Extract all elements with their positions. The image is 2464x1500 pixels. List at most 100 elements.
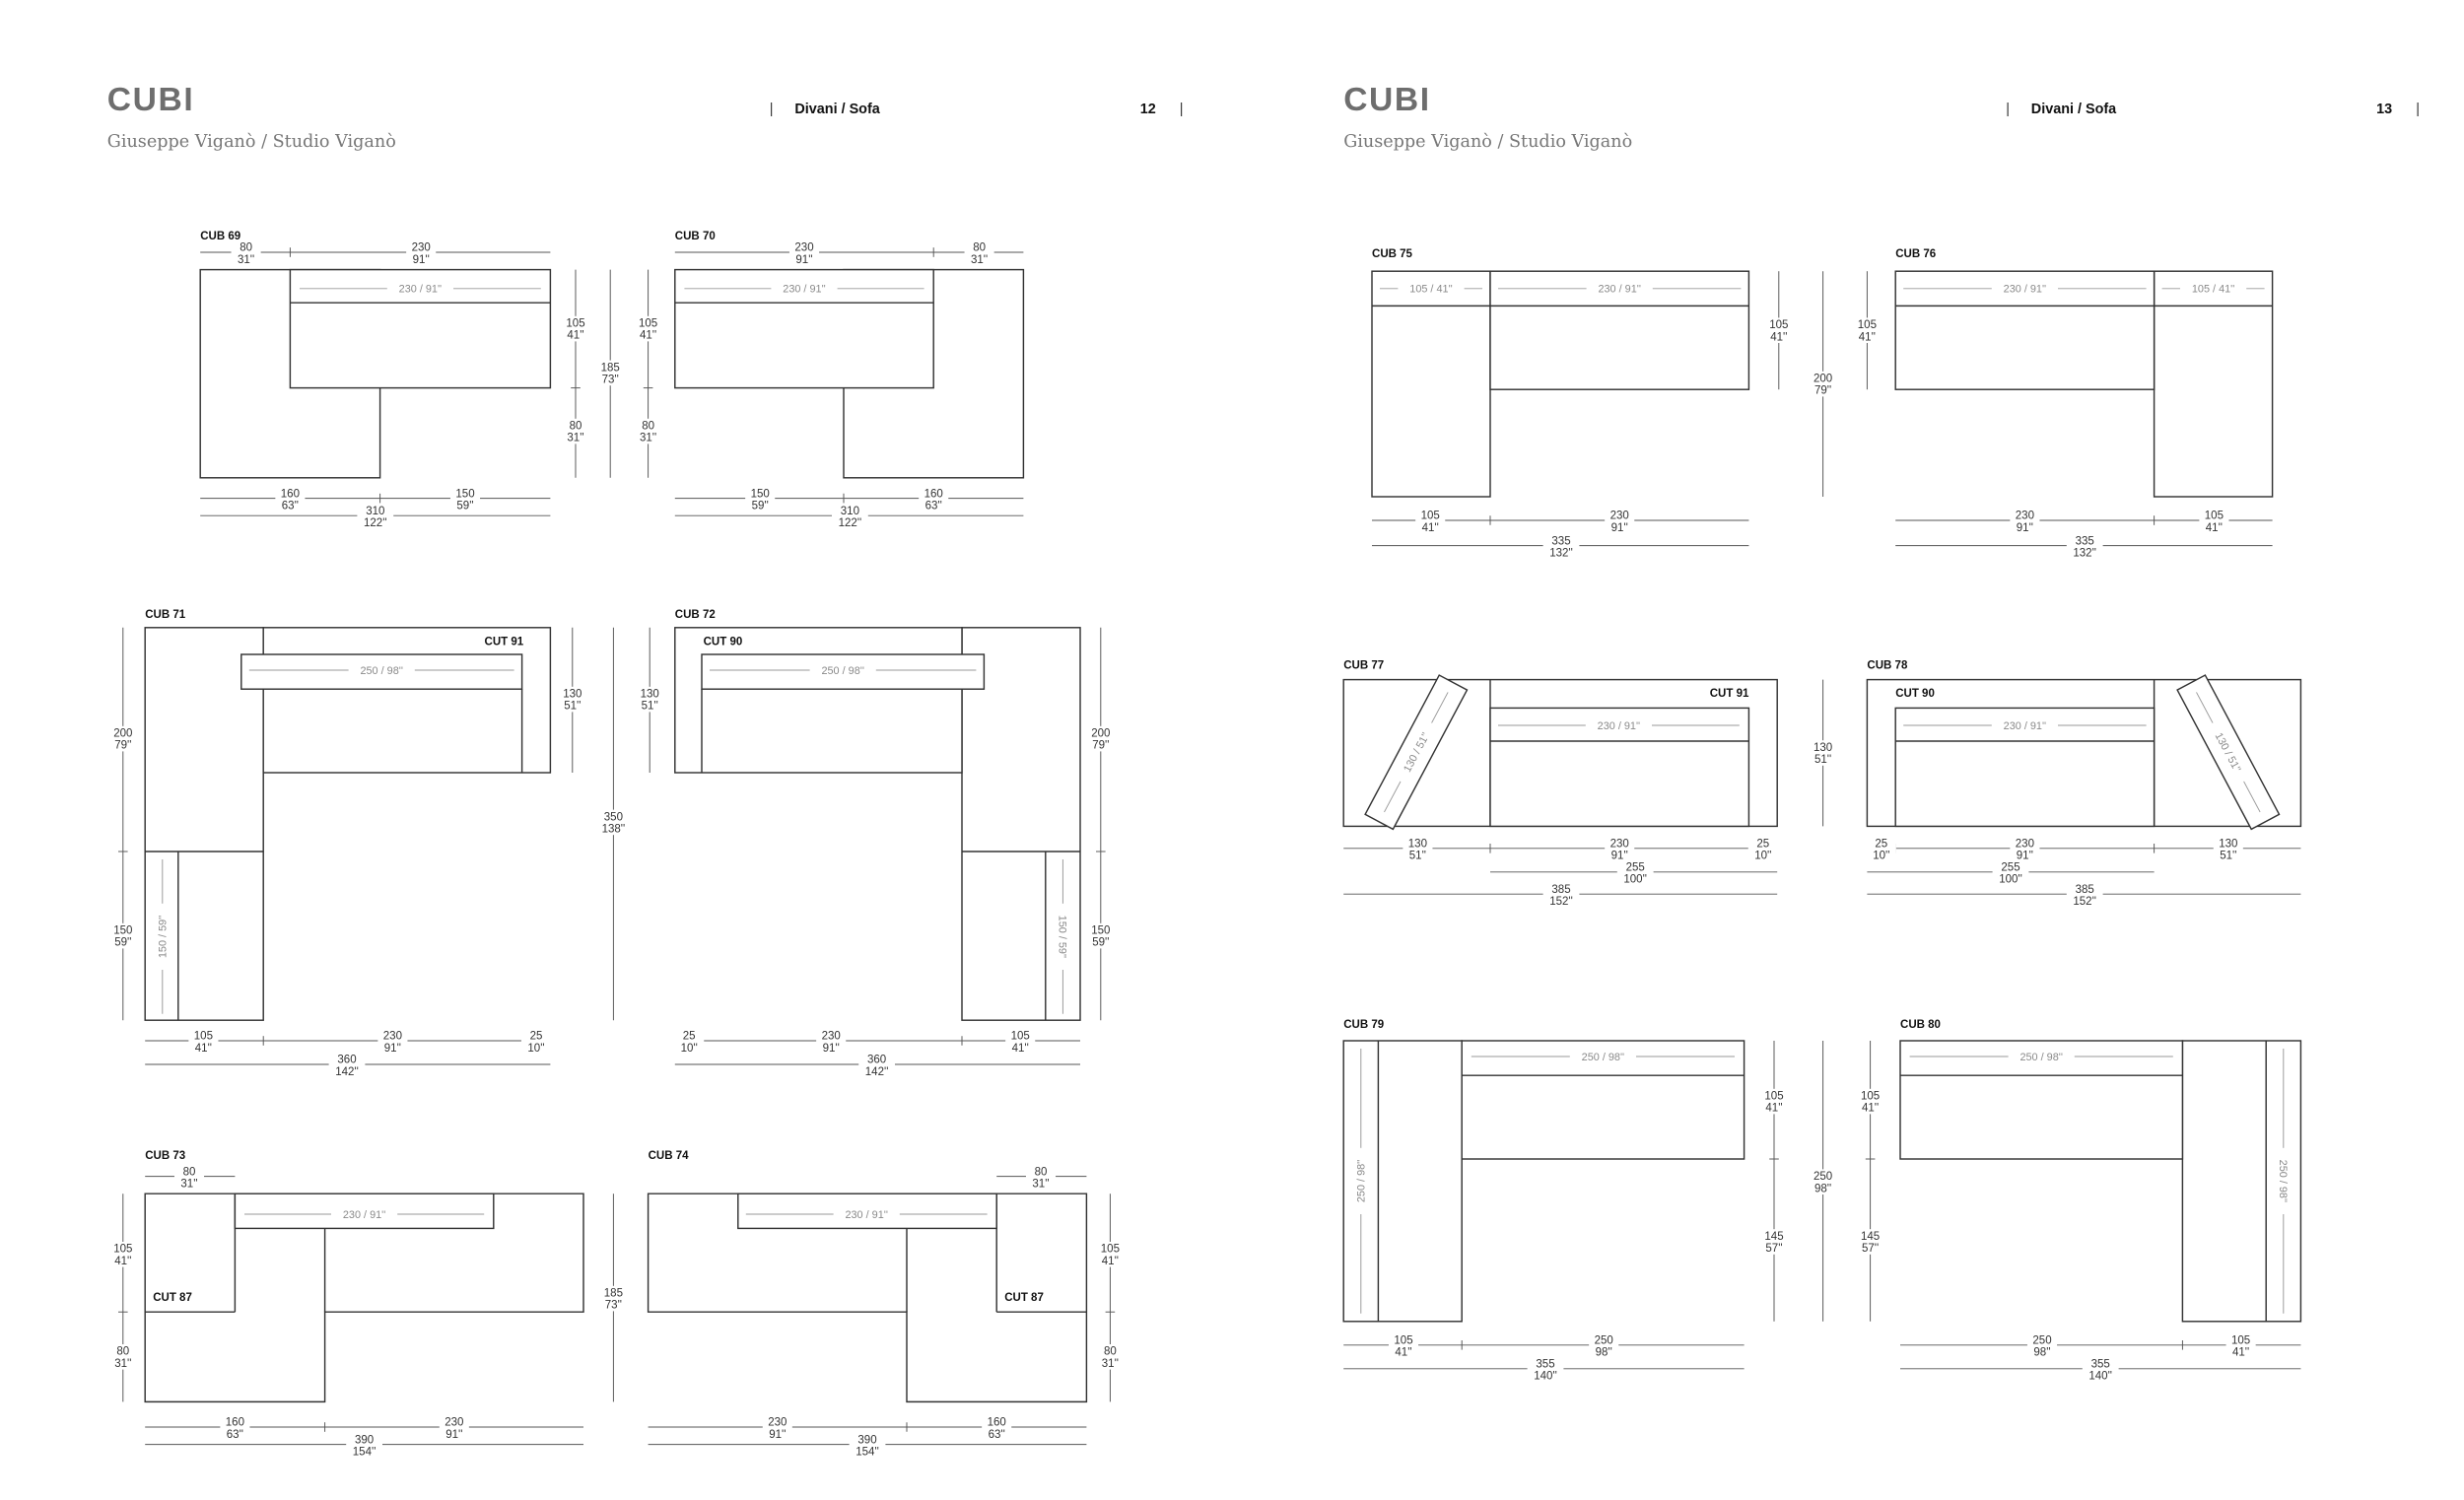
dimension-label-bg [1605,509,1635,534]
dimension-cm: 130 [2219,839,2237,851]
dimension-cm: 255 [1626,862,1645,874]
cushion-label-bg [809,663,876,677]
dimension-cm: 230 [822,1031,841,1043]
dimension-inches: 31'' [1032,1178,1049,1190]
dimension-inches: 79'' [1092,740,1109,752]
cushion-dimension: 230 / 91'' [1903,718,2147,732]
dimension-label-bg [964,240,994,266]
dimension-label-bg [745,486,776,512]
dimension-cm: 25 [530,1031,543,1043]
dimension-cm: 160 [281,488,300,500]
cushion-dimension: 230 / 91'' [1903,282,2147,296]
cushion-label-bg [2277,1147,2291,1214]
cushion-label-bg [1354,1147,1368,1214]
dimension-inches: 91'' [1611,851,1628,862]
dimension-inches: 140'' [2088,1371,2112,1383]
dimension-inches: 63'' [925,500,942,511]
dimension-cm: 355 [2091,1359,2110,1371]
dimension-inches: 41'' [567,330,583,342]
dimension-label-bg [1616,859,1654,886]
dimension-cm: 385 [1551,884,1570,896]
page-13-header: CUBI Giuseppe Viganò / Studio Viganò | D… [1343,82,2420,152]
dimension-cm: 350 [604,811,623,823]
model-code: CUB 76 [1895,248,1936,260]
dimension-label-bg [1852,317,1882,343]
dimension-inches: 79'' [114,740,131,752]
dimension-label-bg [188,1029,219,1055]
dimension-inches: 91'' [823,1043,840,1055]
dimension-label-bg [1855,1088,1885,1115]
cut-code: CUT 90 [704,636,743,648]
dimension-cm: 80 [570,421,582,433]
dimension-label-bg [1866,836,1896,862]
cushion-label-bg [331,1207,398,1221]
dimension-inches: 100'' [1999,874,2022,886]
cushion-dimension: 250 / 98'' [710,663,977,677]
dimension-label-bg [1855,1229,1885,1255]
dimension-label-bg [560,315,591,342]
dimension-cm: 105 [566,318,584,330]
cushion-dimension: 250 / 98'' [1471,1050,1735,1063]
dimension-label-bg [849,1432,886,1459]
dimension-inches: 100'' [1623,874,1647,886]
dimension-cm: 105 [1101,1244,1120,1256]
dimension-inches: 98'' [1814,1183,1831,1194]
cushion-label-bg [1991,282,2058,296]
dimension-cm: 250 [1595,1335,1613,1347]
dimension-cm: 185 [601,362,620,374]
dimension-cm: 160 [988,1417,1006,1429]
cushion-dimension-text: 230 / 91'' [1598,284,1640,296]
dimension-inches: 152'' [1549,896,1573,908]
cushion-dimension-text: 105 / 41'' [2192,284,2234,296]
dimension-cm: 335 [2076,535,2094,547]
dimension-cm: 310 [366,506,384,517]
dimension-inches: 57'' [1862,1243,1879,1255]
dimension-inches: 59'' [1092,937,1109,949]
model-code: CUB 74 [649,1150,690,1162]
dimension-inches: 31'' [567,433,583,444]
dimension-label-bg [595,809,632,836]
dimension-label-bg [633,315,663,342]
dimension-label-bg [107,1344,138,1370]
page-number: 12 [1140,102,1156,117]
dimension-cm: 130 [641,689,659,701]
dimension-cm: 230 [768,1417,787,1429]
dimension-cm: 105 [194,1031,213,1043]
cushion-label-bg [1991,718,2058,732]
dimension-inches: 41'' [195,1043,212,1055]
dimension-inches: 41'' [1862,1103,1879,1115]
dimension-label-bg [1605,836,1635,862]
cushion-label-bg [1057,903,1069,971]
cut-code: CUT 91 [1710,688,1749,700]
cushion-dimension-text: 230 / 91'' [1598,720,1640,732]
dimension-label-bg [406,240,437,266]
dimension-label-bg [520,1029,552,1055]
dimension-cm: 105 [639,318,657,330]
dimension-inches: 31'' [1102,1358,1119,1370]
dimension-inches: 122'' [839,517,862,529]
dimension-cm: 255 [2001,862,2019,874]
dimension-cm: 150 [751,488,770,500]
cut-code: CUT 90 [1895,688,1935,700]
dimension-label-bg [674,1029,705,1055]
dimension-cm: 150 [1091,925,1110,937]
dimension-label-bg [1085,922,1116,949]
page-title: CUBI [107,82,195,118]
